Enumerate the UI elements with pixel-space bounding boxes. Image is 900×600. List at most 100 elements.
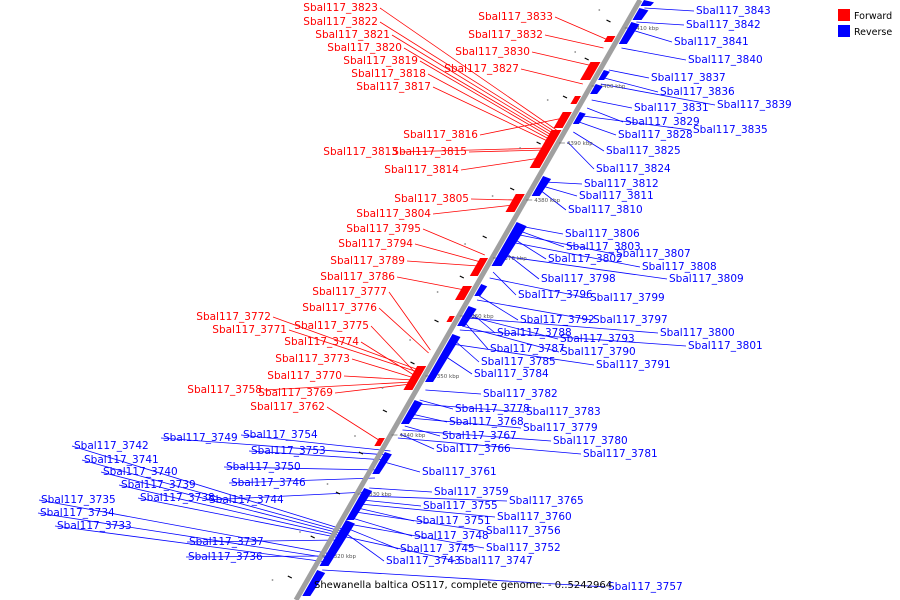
forward-gene-block (469, 258, 489, 276)
backbone-mark (482, 235, 487, 239)
forward-gene-label: Sbal117_3816 (403, 129, 478, 141)
forward-gene-label: Sbal117_3822 (303, 16, 378, 28)
forward-gene-label: Sbal117_3774 (284, 336, 359, 348)
forward-leader-line (388, 291, 431, 351)
forward-leader-line (406, 260, 479, 267)
reverse-gene-block (425, 334, 461, 382)
reverse-leader-line (608, 69, 650, 79)
forward-gene-label: Sbal117_3770 (267, 370, 342, 382)
reverse-gene-label: Sbal117_3745 (400, 543, 475, 555)
reverse-gene-label: Sbal117_3785 (481, 356, 556, 368)
reverse-gene-label: Sbal117_3807 (616, 248, 691, 260)
tick-label: 4380 kbp (534, 198, 560, 204)
forward-leader-line (334, 383, 411, 394)
reverse-leader-line (185, 555, 331, 558)
reverse-leader-line (461, 325, 560, 353)
genome-caption: Shewanella baltica OS117, complete genom… (314, 580, 612, 591)
backbone-mark (382, 409, 388, 413)
reverse-gene-block (618, 22, 640, 44)
backbone-mark (536, 141, 541, 145)
reverse-gene-label: Sbal117_3741 (84, 454, 159, 466)
reverse-gene-label: Sbal117_3737 (189, 536, 264, 548)
reverse-gene-label: Sbal117_3780 (553, 435, 628, 447)
reverse-gene-block (632, 8, 649, 20)
reverse-gene-label: Sbal117_3757 (608, 581, 683, 593)
forward-leader-line (432, 86, 550, 143)
reverse-leader-line (453, 339, 480, 363)
reverse-gene-label: Sbal117_3839 (717, 99, 792, 111)
backbone-mark (562, 95, 568, 99)
reverse-gene-label: Sbal117_3809 (669, 273, 744, 285)
reverse-leader-line (37, 512, 330, 559)
reverse-leader-line (514, 233, 615, 255)
reverse-gene-label: Sbal117_3810 (568, 204, 643, 216)
forward-leader-line (414, 243, 481, 263)
backbone-mark (310, 535, 315, 539)
reverse-leader-line (248, 450, 386, 461)
reverse-leader-line (355, 511, 485, 532)
reverse-gene-block (457, 306, 477, 326)
reverse-gene-label: Sbal117_3781 (583, 448, 658, 460)
reverse-gene-block (400, 400, 423, 424)
forward-gene-block (446, 316, 455, 322)
reverse-leader-line (542, 185, 578, 197)
forward-leader-line (391, 34, 555, 135)
reverse-leader-line (476, 299, 592, 321)
forward-gene-label: Sbal117_3772 (196, 311, 271, 323)
forward-leader-line (263, 381, 413, 391)
reverse-gene-block (319, 520, 355, 566)
reverse-leader-line (644, 7, 695, 12)
forward-gene-label: Sbal117_3813 (323, 146, 398, 158)
legend-forward-swatch (838, 9, 850, 21)
reverse-gene-label: Sbal117_3739 (121, 479, 196, 491)
reverse-leader-line (81, 459, 345, 533)
reverse-leader-line (118, 484, 342, 537)
reverse-leader-line (137, 497, 341, 539)
forward-leader-line (399, 147, 547, 153)
forward-leader-line (403, 47, 554, 137)
reverse-gene-label: Sbal117_3840 (688, 54, 763, 66)
reverse-leader-line (360, 503, 496, 518)
forward-gene-block (603, 36, 616, 42)
forward-gene-label: Sbal117_3776 (302, 302, 377, 314)
reverse-leader-line (466, 317, 659, 334)
reverse-leader-line (419, 399, 454, 410)
reverse-gene-label: Sbal117_3743 (386, 555, 461, 567)
reverse-leader-line (600, 83, 716, 106)
reverse-gene-label: Sbal117_3798 (541, 273, 616, 285)
forward-gene-label: Sbal117_3833 (478, 11, 553, 23)
spacer-dot (436, 291, 439, 293)
forward-leader-line (360, 341, 416, 377)
reverse-leader-line (451, 343, 595, 366)
tick-label: 4390 kbp (567, 141, 593, 147)
reverse-gene-label: Sbal117_3836 (660, 86, 735, 98)
reverse-gene-label: Sbal117_3829 (625, 116, 700, 128)
forward-gene-label: Sbal117_3819 (343, 55, 418, 67)
reverse-gene-label: Sbal117_3784 (474, 368, 549, 380)
reverse-leader-line (469, 311, 496, 334)
backbone-mark (459, 275, 465, 279)
backbone-mark (358, 451, 364, 455)
forward-gene-label: Sbal117_3820 (327, 42, 402, 54)
reverse-leader-line (479, 295, 519, 321)
forward-leader-line (343, 375, 414, 381)
spacer-dot (271, 579, 274, 581)
forward-leader-line (422, 228, 485, 256)
forward-gene-label: Sbal117_3794 (338, 238, 413, 250)
reverse-gene-label: Sbal117_3793 (560, 333, 635, 345)
forward-leader-line (432, 204, 514, 215)
spacer-dot (409, 339, 411, 341)
reverse-gene-block (491, 222, 527, 266)
reverse-leader-line (397, 437, 582, 455)
forward-gene-label: Sbal117_3805 (394, 193, 469, 205)
genome-backbone (293, 0, 643, 600)
reverse-gene-label: Sbal117_3792 (520, 314, 595, 326)
reverse-leader-line (586, 107, 624, 123)
reverse-leader-line (459, 329, 687, 347)
reverse-leader-line (567, 141, 595, 170)
reverse-leader-line (467, 315, 559, 340)
forward-gene-block (374, 438, 385, 446)
reverse-gene-label: Sbal117_3742 (74, 440, 149, 452)
reverse-gene-label: Sbal117_3808 (642, 261, 717, 273)
